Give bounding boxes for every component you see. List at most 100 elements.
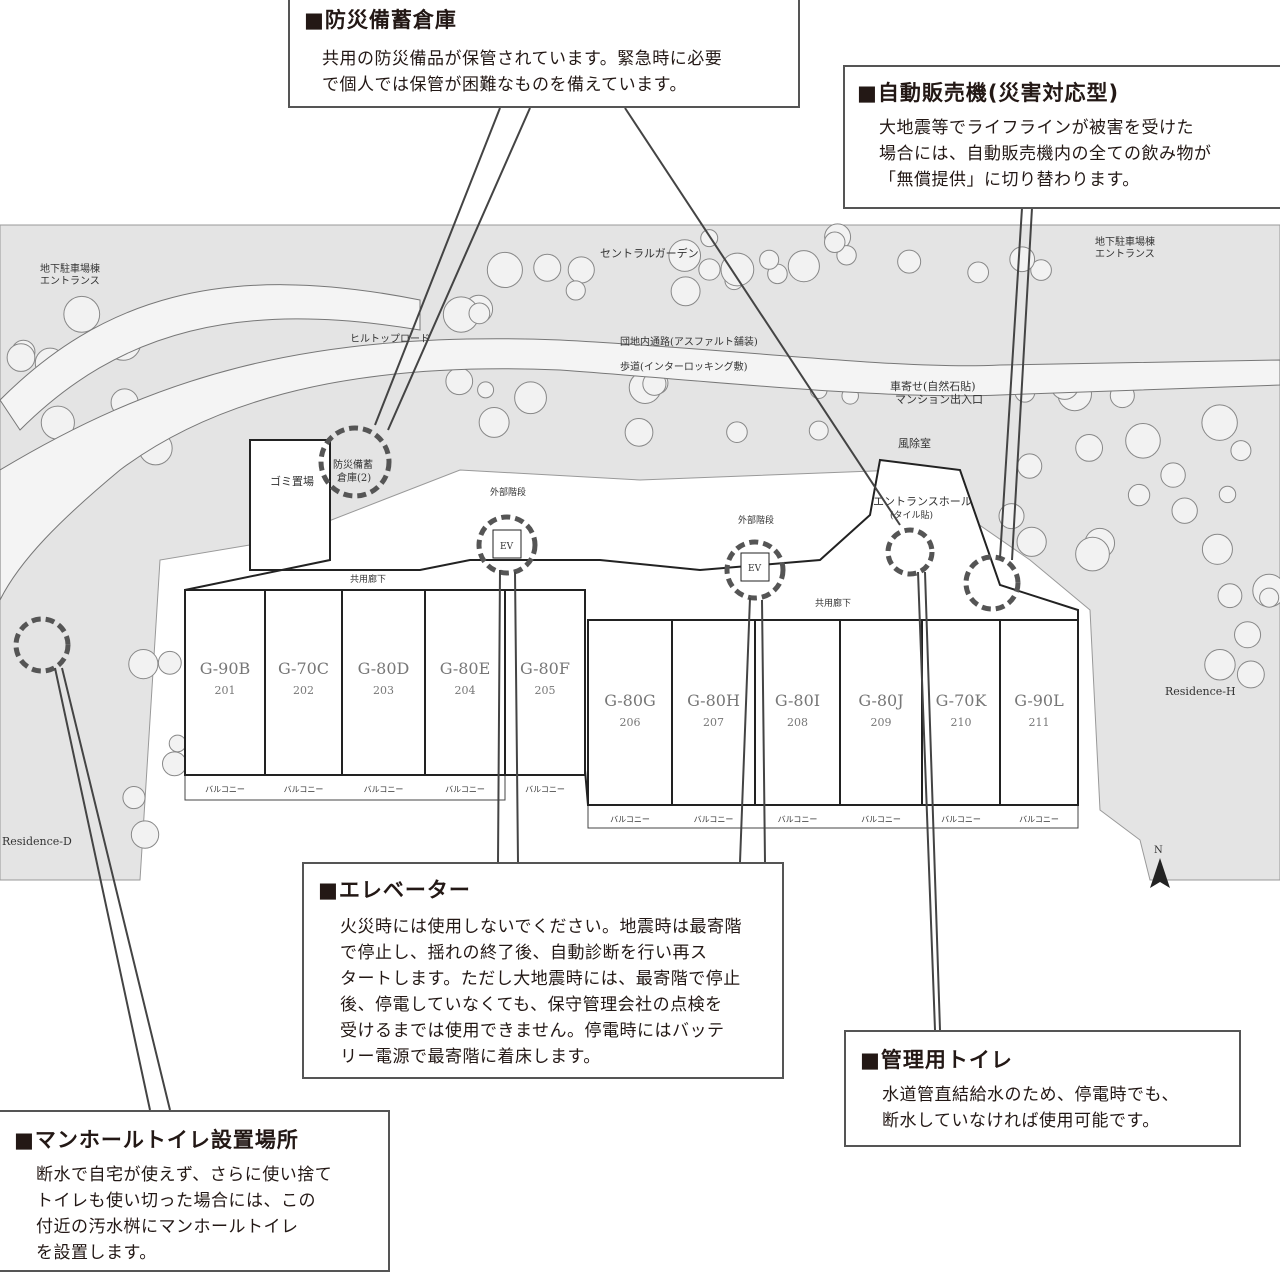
callout-storage-body: 共用の防災備品が保管されています。緊急時に必要 で個人では保管が困難なものを備え… [322, 49, 723, 95]
callout-elevator: ■エレベーター 火災時には使用しないでください。地震時は最寄階 で停止し、揺れの… [302, 862, 784, 1079]
callout-manhole-body: 断水で自宅が使えず、さらに使い捨て トイレも使い切った場合には、この 付近の汚水… [36, 1165, 333, 1263]
elevator-1 [492, 529, 522, 559]
vending-marker [963, 554, 1021, 612]
stairs-label-2: 外部階段 [738, 514, 774, 526]
parking-entrance-left: 地下駐車場棟エントランス [40, 262, 100, 287]
tree-icon [1075, 536, 1110, 572]
garbage-label: ゴミ置場 [270, 474, 314, 488]
balcony-label: バルコニー [1019, 815, 1059, 824]
unit-room-number: 209 [871, 716, 892, 729]
unit-type: G-80E [440, 659, 491, 678]
tree-icon [624, 417, 654, 447]
tree-icon [808, 420, 829, 441]
storage-marker [318, 425, 392, 499]
unit-208 [754, 619, 841, 806]
callout-storage: ■防災備蓄倉庫 共用の防災備品が保管されています。緊急時に必要 で個人では保管が… [288, 0, 800, 108]
callout-toilet-title: ■管理用トイレ [860, 1048, 1013, 1072]
tree-icon [836, 245, 857, 266]
tree-icon [1236, 660, 1265, 689]
callout-elevator-title: ■エレベーター [318, 878, 471, 902]
sidewalk-label: 歩道(インターロッキング敷) [620, 360, 748, 373]
tree-icon [63, 295, 101, 333]
tree-icon [1127, 483, 1151, 507]
unit-202 [264, 589, 343, 776]
internal-road [0, 338, 1280, 601]
balcony-label: バルコニー [364, 785, 404, 794]
tree-icon [1030, 259, 1052, 281]
unit-room-number: 211 [1029, 716, 1050, 729]
unit-203 [341, 589, 426, 776]
leader-elevator-2 [739, 597, 766, 863]
unit-211 [999, 619, 1079, 806]
drop-off-label: 車寄せ(自然石貼) [890, 379, 976, 393]
tree-icon [168, 734, 187, 753]
elevator-marker-1 [476, 514, 538, 576]
tree-icon [1201, 404, 1238, 441]
unit-204 [424, 589, 506, 776]
unit-room-number: 208 [787, 716, 808, 729]
unit-207 [671, 619, 756, 806]
residence-h-label: Residence-H [1165, 685, 1236, 698]
unit-room-number: 206 [620, 716, 641, 729]
windbreak-label: 風除室 [898, 436, 931, 450]
unit-206 [587, 619, 673, 806]
tree-icon [478, 406, 510, 438]
tree-icon [1075, 433, 1104, 462]
callout-manhole-title: ■マンホールトイレ設置場所 [14, 1128, 299, 1152]
balcony-label: バルコニー [778, 815, 818, 824]
tree-icon [897, 249, 922, 274]
balcony-label: バルコニー [694, 815, 734, 824]
tree-icon [668, 239, 702, 272]
parking-entrance-right: 地下駐車場棟エントランス [1095, 235, 1155, 260]
tree-icon [567, 256, 595, 284]
leader-storage [374, 107, 531, 431]
balcony-label: バルコニー [525, 785, 565, 794]
callout-toilet: ■管理用トイレ 水道管直結給水のため、停電時でも、 断水していなければ使用可能で… [844, 1030, 1241, 1147]
leader-elevator-1 [497, 569, 519, 863]
tree-icon [565, 280, 586, 301]
unit-type: G-80D [358, 659, 410, 678]
tree-icon [998, 503, 1025, 530]
stairs-label-1: 外部階段 [490, 486, 526, 498]
tree-icon [967, 261, 990, 284]
unit-room-number: 207 [703, 716, 724, 729]
tree-icon [1160, 462, 1186, 488]
tree-icon [787, 250, 820, 283]
tree-icon [162, 751, 187, 777]
callout-vending-title: ■自動販売機(災害対応型) [857, 81, 1120, 105]
tree-icon [759, 249, 780, 270]
unit-room-number: 202 [293, 684, 314, 697]
tree-icon [1259, 587, 1280, 608]
callout-vending: ■自動販売機(災害対応型) 大地震等でライフラインが被害を受けた 場合には、自動… [843, 65, 1280, 209]
tree-icon [1217, 583, 1243, 609]
unit-type: G-80I [775, 691, 820, 710]
entrance-hall-label: エントランスホール [873, 495, 972, 508]
unit-room-number: 205 [535, 684, 556, 697]
unit-type: G-80F [520, 659, 570, 678]
tree-icon [720, 252, 755, 287]
elevator-2 [740, 552, 770, 582]
callout-toilet-body: 水道管直結給水のため、停電時でも、 断水していなければ使用可能です。 [882, 1085, 1179, 1131]
tree-icon [1201, 533, 1233, 565]
manhole-marker [13, 616, 71, 674]
tree-icon [670, 276, 701, 307]
unit-room-number: 204 [455, 684, 476, 697]
balcony-label: バルコニー [205, 785, 245, 794]
unit-205 [504, 589, 586, 776]
tree-icon [1009, 246, 1036, 273]
tree-icon [1204, 649, 1236, 681]
unit-210 [921, 619, 1001, 806]
leader-vending [999, 207, 1033, 561]
unit-type: G-80G [604, 691, 656, 710]
north-label: N [1154, 845, 1163, 856]
tree-icon [698, 258, 721, 281]
entrance-hall-sub: (タイル貼) [890, 509, 933, 521]
north-arrow: N [1150, 845, 1170, 888]
unit-type: G-70K [936, 691, 988, 710]
ev-label-2: EV [748, 564, 762, 574]
tree-icon [1125, 422, 1161, 459]
storage-label: 防災備蓄 [333, 458, 373, 471]
tree-icon [157, 650, 182, 675]
tree-icon [1234, 621, 1262, 649]
balcony-label: バルコニー [610, 815, 650, 824]
